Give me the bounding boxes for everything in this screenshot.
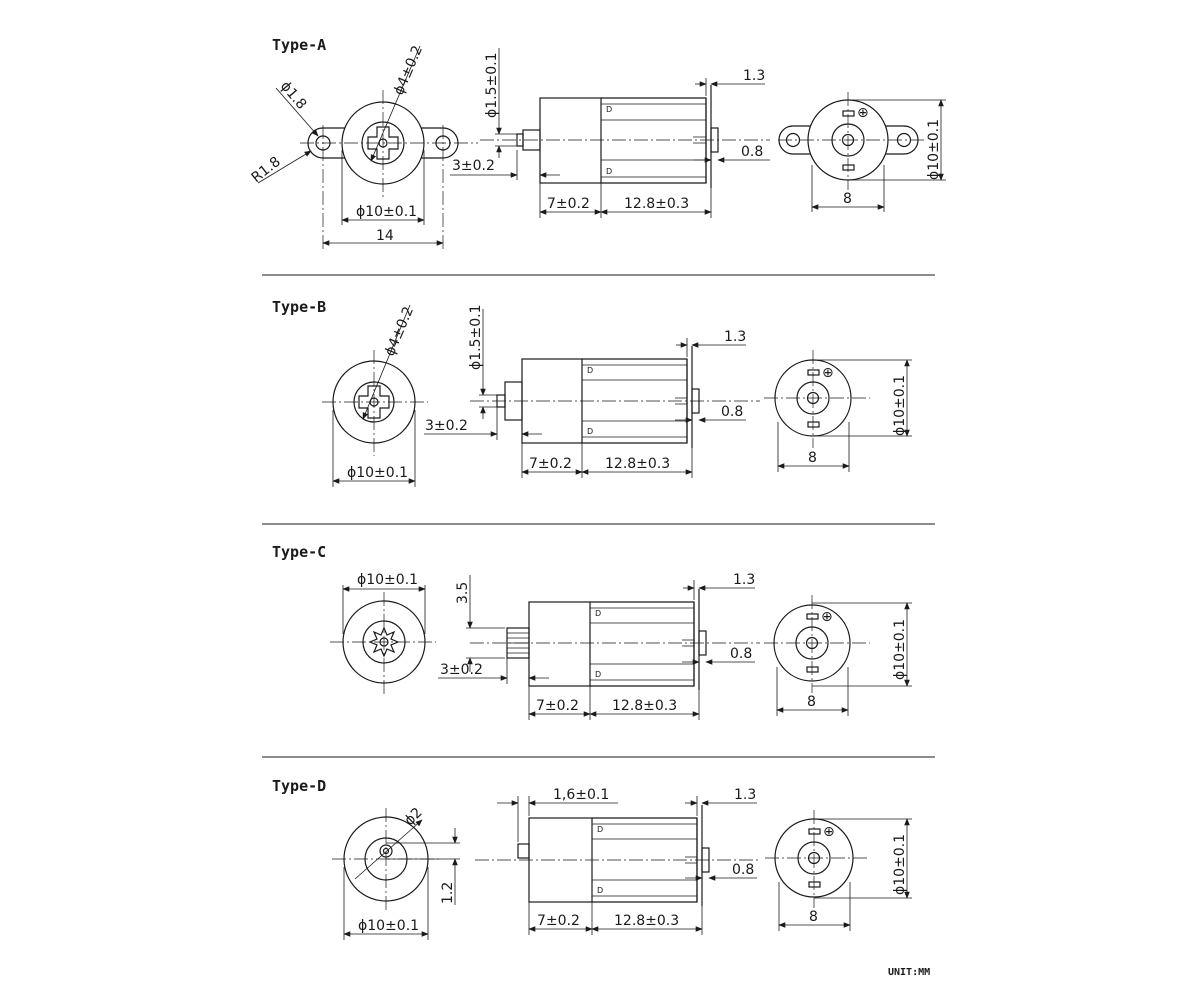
type-d-boss-len: 1,6±0.1	[553, 787, 609, 803]
svg-text:D: D	[606, 105, 612, 114]
type-a-gearbox-len: 7±0.2	[547, 196, 590, 212]
type-c-shaft-len: 3±0.2	[440, 662, 483, 678]
svg-text:D: D	[606, 167, 612, 176]
type-c-front-view: ϕ10±0.1	[330, 572, 436, 694]
type-a-hole-dia: ϕ1.8	[277, 78, 310, 112]
type-c-section: Type-C ϕ10±0.1 D D	[272, 543, 912, 720]
type-a-motor-len: 12.8±0.3	[624, 196, 689, 212]
plus-terminal-icon: ⊕	[823, 824, 835, 840]
type-c-gearbox-len: 7±0.2	[536, 698, 579, 714]
svg-text:D: D	[587, 366, 593, 375]
type-d-title: Type-D	[272, 777, 326, 795]
type-c-side-view: D D 3.5 3±0.2	[438, 572, 760, 720]
type-d-section: Type-D 1.2 ϕ2 ϕ10±0.1	[272, 777, 912, 940]
type-b-rear-width: 8	[808, 450, 817, 466]
type-b-shaft-len: 3±0.2	[425, 418, 468, 434]
svg-text:D: D	[597, 825, 603, 834]
type-a-terminal-thk: 0.8	[741, 144, 763, 160]
type-c-rear-dia: ϕ10±0.1	[892, 619, 908, 680]
type-c-rear-view: ⊕ ϕ10±0.1 8	[764, 595, 912, 716]
type-d-terminal-gap: 1.3	[734, 787, 756, 803]
svg-text:D: D	[595, 609, 601, 618]
type-d-motor-len: 12.8±0.3	[614, 913, 679, 929]
type-a-front-view: ϕ4±0.2 ϕ1.8 R1.8 ϕ10±0.1 14	[249, 43, 478, 250]
type-b-body-dia: ϕ10±0.1	[347, 465, 408, 481]
type-a-shaft-len: 3±0.2	[452, 158, 495, 174]
type-b-shaft-dia: ϕ4±0.2	[382, 304, 417, 358]
unit-label: UNIT:MM	[888, 967, 930, 978]
type-a-terminal-gap: 1.3	[743, 68, 765, 84]
type-a-side-view: D D ϕ1.5±0.1 3±0.2 7±0	[450, 48, 770, 218]
type-c-title: Type-C	[272, 543, 326, 561]
type-d-front-view: 1.2 ϕ2 ϕ10±0.1	[332, 805, 460, 940]
plus-terminal-icon: ⊕	[857, 105, 869, 121]
type-d-rear-dia: ϕ10±0.1	[892, 834, 908, 895]
type-c-motor-len: 12.8±0.3	[612, 698, 677, 714]
type-a-mount-span: 14	[376, 228, 394, 244]
type-d-side-view: D D 1,6±0.1 7±0.2 12.8±0.3 1.3	[475, 787, 760, 935]
type-d-body-dia: ϕ10±0.1	[358, 918, 419, 934]
type-d-offset: 1.2	[440, 882, 456, 904]
type-d-shaft-dia: ϕ2	[402, 805, 426, 829]
svg-text:D: D	[595, 670, 601, 679]
svg-text:D: D	[597, 886, 603, 895]
type-a-shaft-dia: ϕ4±0.2	[391, 43, 426, 97]
type-b-section: Type-B ϕ4±0.2 ϕ10±0.1 D D	[272, 298, 912, 487]
type-c-body-dia: ϕ10±0.1	[357, 572, 418, 588]
type-b-title: Type-B	[272, 298, 326, 316]
type-c-terminal-gap: 1.3	[733, 572, 755, 588]
type-a-radius: R1.8	[249, 154, 284, 186]
type-a-body-dia: ϕ10±0.1	[356, 204, 417, 220]
svg-text:D: D	[587, 427, 593, 436]
type-c-terminal-thk: 0.8	[730, 646, 752, 662]
type-a-title: Type-A	[272, 36, 326, 54]
type-d-terminal-thk: 0.8	[732, 862, 754, 878]
type-a-rear-dia: ϕ10±0.1	[926, 119, 942, 180]
type-b-rear-view: ⊕ ϕ10±0.1 8	[764, 350, 912, 472]
type-b-shaft-tip-dia: ϕ1.5±0.1	[468, 305, 484, 371]
type-a-rear-width: 8	[843, 191, 852, 207]
type-b-rear-dia: ϕ10±0.1	[892, 375, 908, 436]
type-a-rear-view: ⊕ ϕ10±0.1 8	[778, 92, 946, 212]
type-c-rear-width: 8	[807, 694, 816, 710]
type-b-gearbox-len: 7±0.2	[529, 456, 572, 472]
type-b-motor-len: 12.8±0.3	[605, 456, 670, 472]
type-d-gearbox-len: 7±0.2	[537, 913, 580, 929]
plus-terminal-icon: ⊕	[822, 365, 834, 381]
type-a-shaft-tip-dia: ϕ1.5±0.1	[484, 53, 500, 119]
type-d-rear-width: 8	[809, 909, 818, 925]
type-d-rear-view: ⊕ ϕ10±0.1 8	[765, 810, 912, 931]
type-b-front-view: ϕ4±0.2 ϕ10±0.1	[322, 304, 428, 487]
plus-terminal-icon: ⊕	[821, 609, 833, 625]
type-c-gear-height: 3.5	[455, 582, 471, 604]
type-a-section: Type-A ϕ4±0.2 ϕ1.8 R1.8	[249, 36, 946, 250]
type-b-side-view: D D ϕ1.5±0.1 3±0.2 7±0.2 12.8±0.3	[424, 305, 760, 478]
type-b-terminal-gap: 1.3	[724, 329, 746, 345]
type-b-terminal-thk: 0.8	[721, 404, 743, 420]
